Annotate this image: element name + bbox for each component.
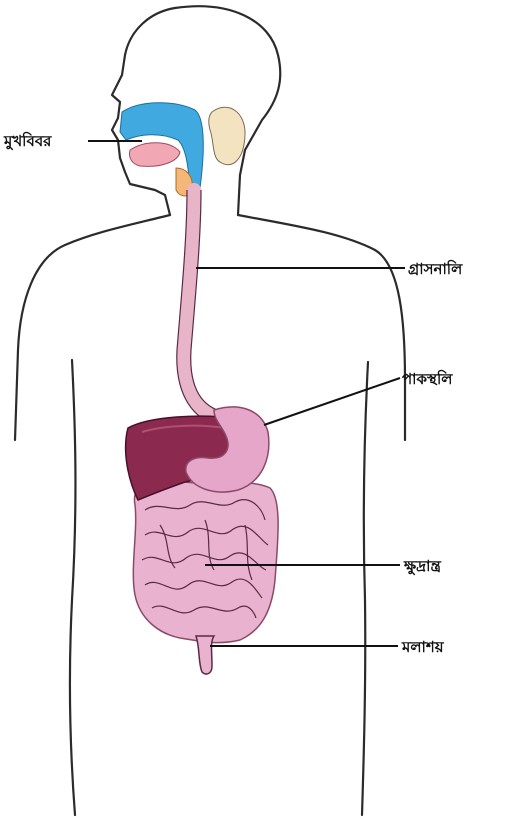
label-stomach: পাকস্থলি [402,369,453,388]
leader-stomach [264,378,400,425]
label-mouth: মুখবিবর [3,131,52,150]
rectum-shape [196,636,214,674]
ear-shape [209,107,245,164]
tongue-shape [129,143,180,167]
esophagus-tube [184,190,218,418]
label-rectum: মলাশয় [401,638,445,656]
small-intestine-group [133,480,278,674]
label-small-intestine: ক্ষুদ্রান্ত্র [403,557,441,576]
label-esophagus: গ্রাসনালি [408,259,463,278]
